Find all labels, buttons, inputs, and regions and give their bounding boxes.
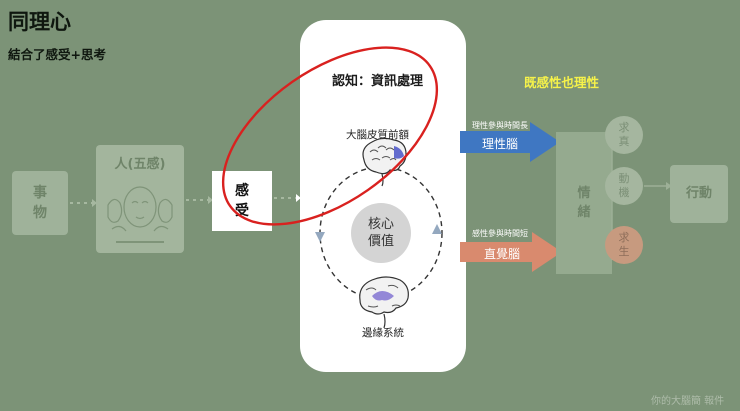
core-value-circle: 核心價值: [351, 203, 411, 263]
emotion-box: 情緒: [556, 132, 612, 274]
survive-label: 求生: [618, 231, 630, 258]
page-subtitle: 結合了感受+思考: [8, 47, 106, 62]
watermark: 你的大腦簡 報件: [651, 396, 725, 407]
brain-bottom-icon: [359, 276, 409, 329]
action-label: 行動: [685, 186, 712, 201]
action-box: 行動: [670, 165, 728, 223]
rational-small-label: 理性參與時間長: [472, 121, 528, 130]
intuitive-small-label: 感性參與時間短: [472, 229, 528, 238]
brain-top-icon: [362, 137, 407, 187]
seek-truth-circle: 求真: [605, 116, 643, 154]
cycle-diagram: [315, 137, 443, 329]
highlight-oval: [221, 46, 439, 226]
motive-label: 動機: [618, 172, 630, 199]
core-value-label: 核心價值: [367, 217, 394, 249]
motive-circle: 動機: [605, 167, 643, 205]
event-label: 事物: [33, 185, 47, 221]
rational-arrow: [460, 122, 560, 162]
left-connectors: [70, 194, 300, 207]
person-box: 人(五感): [96, 145, 184, 253]
face-hands-icon: [107, 186, 173, 243]
intuitive-arrow: [460, 232, 562, 272]
person-label: 人(五感): [114, 157, 166, 172]
both-label: 既感性也理性: [524, 75, 600, 90]
limbic-label: 邊緣系統: [362, 327, 404, 339]
cycle-arrow-up-icon: [432, 224, 442, 234]
survive-circle: 求生: [605, 226, 643, 264]
emotion-label: 情緒: [577, 186, 591, 220]
cognition-label: 認知：資訊處理: [332, 74, 424, 89]
cycle-arrow-down-icon: [315, 232, 325, 242]
prefrontal-label: 大腦皮質前額: [346, 129, 409, 141]
cognition-panel: [300, 20, 466, 372]
seek-truth-label: 求真: [618, 121, 630, 148]
event-box: 事物: [12, 171, 68, 235]
page-title: 同理心: [8, 10, 71, 34]
intuitive-brain-label: 直覺腦: [484, 247, 521, 261]
rational-brain-label: 理性腦: [482, 137, 519, 151]
